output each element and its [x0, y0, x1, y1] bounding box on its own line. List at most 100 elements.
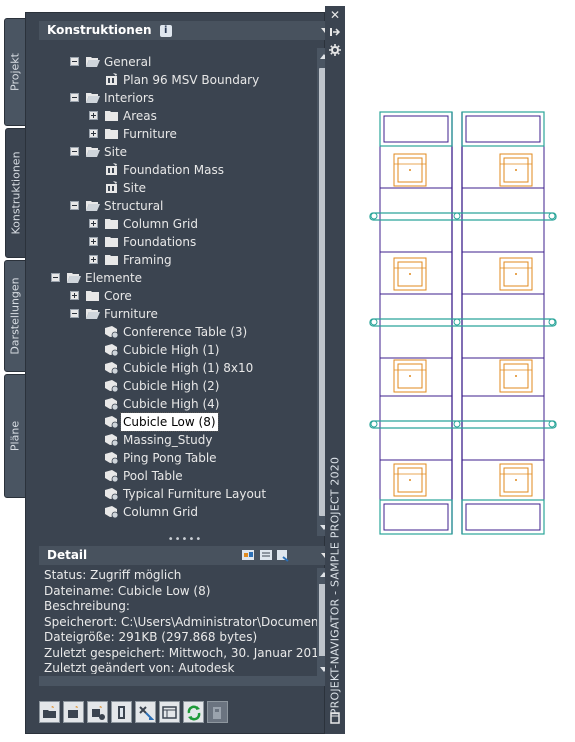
tree-item[interactable]: Structural — [39, 197, 317, 215]
tree-item[interactable]: Cubicle High (4) — [39, 395, 317, 413]
scroll-thumb[interactable] — [319, 68, 329, 516]
collapse-minus-icon[interactable] — [70, 147, 79, 156]
tree-item[interactable]: Column Grid — [39, 215, 317, 233]
xref-button[interactable] — [135, 701, 156, 723]
panel-splitter[interactable]: ••••• — [167, 534, 203, 545]
desk-surface — [461, 187, 545, 221]
drawing-canvas[interactable] — [366, 108, 566, 538]
tree-item[interactable]: Furniture — [39, 305, 317, 323]
detail-horizontal-scrollbar[interactable] — [39, 676, 331, 686]
folder-open-icon — [86, 91, 100, 104]
detail-scroll-thumb[interactable] — [319, 584, 329, 656]
tab-darstellungen[interactable]: Darstellungen — [4, 260, 26, 372]
detail-panel-header: Detail — [39, 546, 335, 565]
chair-seat — [503, 467, 529, 493]
tab-konstruktionen[interactable]: Konstruktionen — [5, 128, 27, 258]
tree-item[interactable]: Foundation Mass — [39, 161, 317, 179]
chair-outline — [393, 153, 427, 187]
auto-hide-icon[interactable] — [328, 26, 342, 40]
scroll-up-icon[interactable] — [320, 54, 328, 59]
detail-scroll-down-icon[interactable] — [320, 667, 328, 672]
collapse-minus-icon[interactable] — [70, 93, 79, 102]
tree-item[interactable]: Cubicle High (1) — [39, 341, 317, 359]
tree-item-label: Cubicle High (1) — [123, 343, 220, 357]
expand-plus-icon[interactable] — [89, 255, 98, 264]
close-icon[interactable]: ✕ — [329, 8, 341, 22]
tree-item-label: Site — [123, 181, 147, 195]
tree-panel-header: Konstruktionen i — [39, 21, 335, 40]
tree-item[interactable]: Areas — [39, 107, 317, 125]
new-element-button[interactable] — [63, 701, 84, 723]
detail-image-icon[interactable] — [276, 548, 290, 562]
tree-item[interactable]: Typical Furniture Layout — [39, 485, 317, 503]
tree-item[interactable]: Massing_Study — [39, 431, 317, 449]
element-icon — [105, 397, 119, 411]
chair-seat — [397, 261, 423, 287]
tree-item[interactable]: Framing — [39, 251, 317, 269]
new-category-button[interactable] — [39, 701, 60, 723]
chair-center — [409, 479, 411, 481]
folder-open-icon — [86, 55, 100, 68]
tree-item[interactable]: Plan 96 MSV Boundary — [39, 71, 317, 89]
new-element-from-button[interactable] — [87, 701, 108, 723]
chair-outline — [499, 463, 533, 497]
properties-button[interactable] — [159, 701, 180, 723]
tree-item[interactable]: Cubicle High (2) — [39, 377, 317, 395]
tree-item[interactable]: Cubicle Low (8) — [39, 412, 317, 432]
tree-item[interactable]: Column Grid — [39, 503, 317, 521]
properties-gear-icon[interactable] — [328, 44, 342, 58]
element-icon — [105, 379, 119, 393]
collapse-minus-icon[interactable] — [70, 309, 79, 318]
tab-projekt[interactable]: Projekt — [4, 18, 26, 126]
expand-plus-icon[interactable] — [89, 219, 98, 228]
glazing-frame — [383, 503, 449, 531]
tree-item[interactable]: Furniture — [39, 125, 317, 143]
scroll-down-icon[interactable] — [320, 525, 328, 530]
folder-open-icon — [86, 145, 100, 158]
info-icon[interactable]: i — [159, 24, 172, 37]
construct-icon — [105, 181, 119, 194]
refresh-button[interactable] — [183, 701, 204, 723]
desk-surface — [379, 293, 453, 327]
expand-plus-icon[interactable] — [70, 291, 79, 300]
chair-seat — [397, 467, 423, 493]
collapse-minus-icon[interactable] — [51, 273, 60, 282]
tree-item[interactable]: Interiors — [39, 89, 317, 107]
tree-item[interactable]: Conference Table (3) — [39, 323, 317, 341]
element-icon — [105, 361, 119, 375]
expand-plus-icon[interactable] — [89, 237, 98, 246]
tree-item-label: Cubicle High (2) — [123, 379, 220, 393]
chair-seat — [503, 261, 529, 287]
chair-center — [515, 479, 517, 481]
detail-description-icon[interactable] — [259, 548, 273, 562]
desk-surface — [461, 325, 545, 359]
expand-plus-icon[interactable] — [89, 111, 98, 120]
glazing-panel — [461, 111, 545, 147]
collapse-minus-icon[interactable] — [70, 201, 79, 210]
tree-item[interactable]: Cubicle High (1) 8x10 — [39, 359, 317, 377]
tree-item[interactable]: Ping Pong Table — [39, 449, 317, 467]
palette-menu-icon[interactable] — [328, 712, 342, 726]
detail-scroll-up-icon[interactable] — [320, 572, 328, 577]
rail-end — [370, 212, 378, 220]
tree-item[interactable]: Site — [39, 179, 317, 197]
collapse-minus-icon[interactable] — [70, 57, 79, 66]
detail-text: Status: Zugriff möglich Dateiname: Cubic… — [39, 568, 317, 674]
sync-button[interactable] — [207, 701, 228, 723]
copy-element-button[interactable] — [111, 701, 132, 723]
side-tabs: Projekt Konstruktionen Darstellungen Plä… — [4, 18, 27, 498]
tree-item[interactable]: Foundations — [39, 233, 317, 251]
expand-plus-icon[interactable] — [89, 129, 98, 138]
tree-item[interactable]: Core — [39, 287, 317, 305]
tree-item[interactable]: Pool Table — [39, 467, 317, 485]
palette-titlebar[interactable]: ✕ PROJEKT-NAVIGATOR - SAMPLE PROJECT 202… — [325, 6, 345, 734]
detail-preview-icon[interactable] — [241, 548, 255, 562]
tree-item[interactable]: Elemente — [39, 269, 317, 287]
tree-item[interactable]: Site — [39, 143, 317, 161]
tab-plaene[interactable]: Pläne — [4, 374, 26, 498]
detail-last-saved: Zuletzt gespeichert: Mittwoch, 30. Janua… — [44, 645, 317, 660]
detail-location: Speicherort: C:\Users\Administrator\Docu… — [44, 614, 317, 629]
refresh-icon — [187, 705, 201, 721]
tree-item[interactable]: General — [39, 53, 317, 71]
